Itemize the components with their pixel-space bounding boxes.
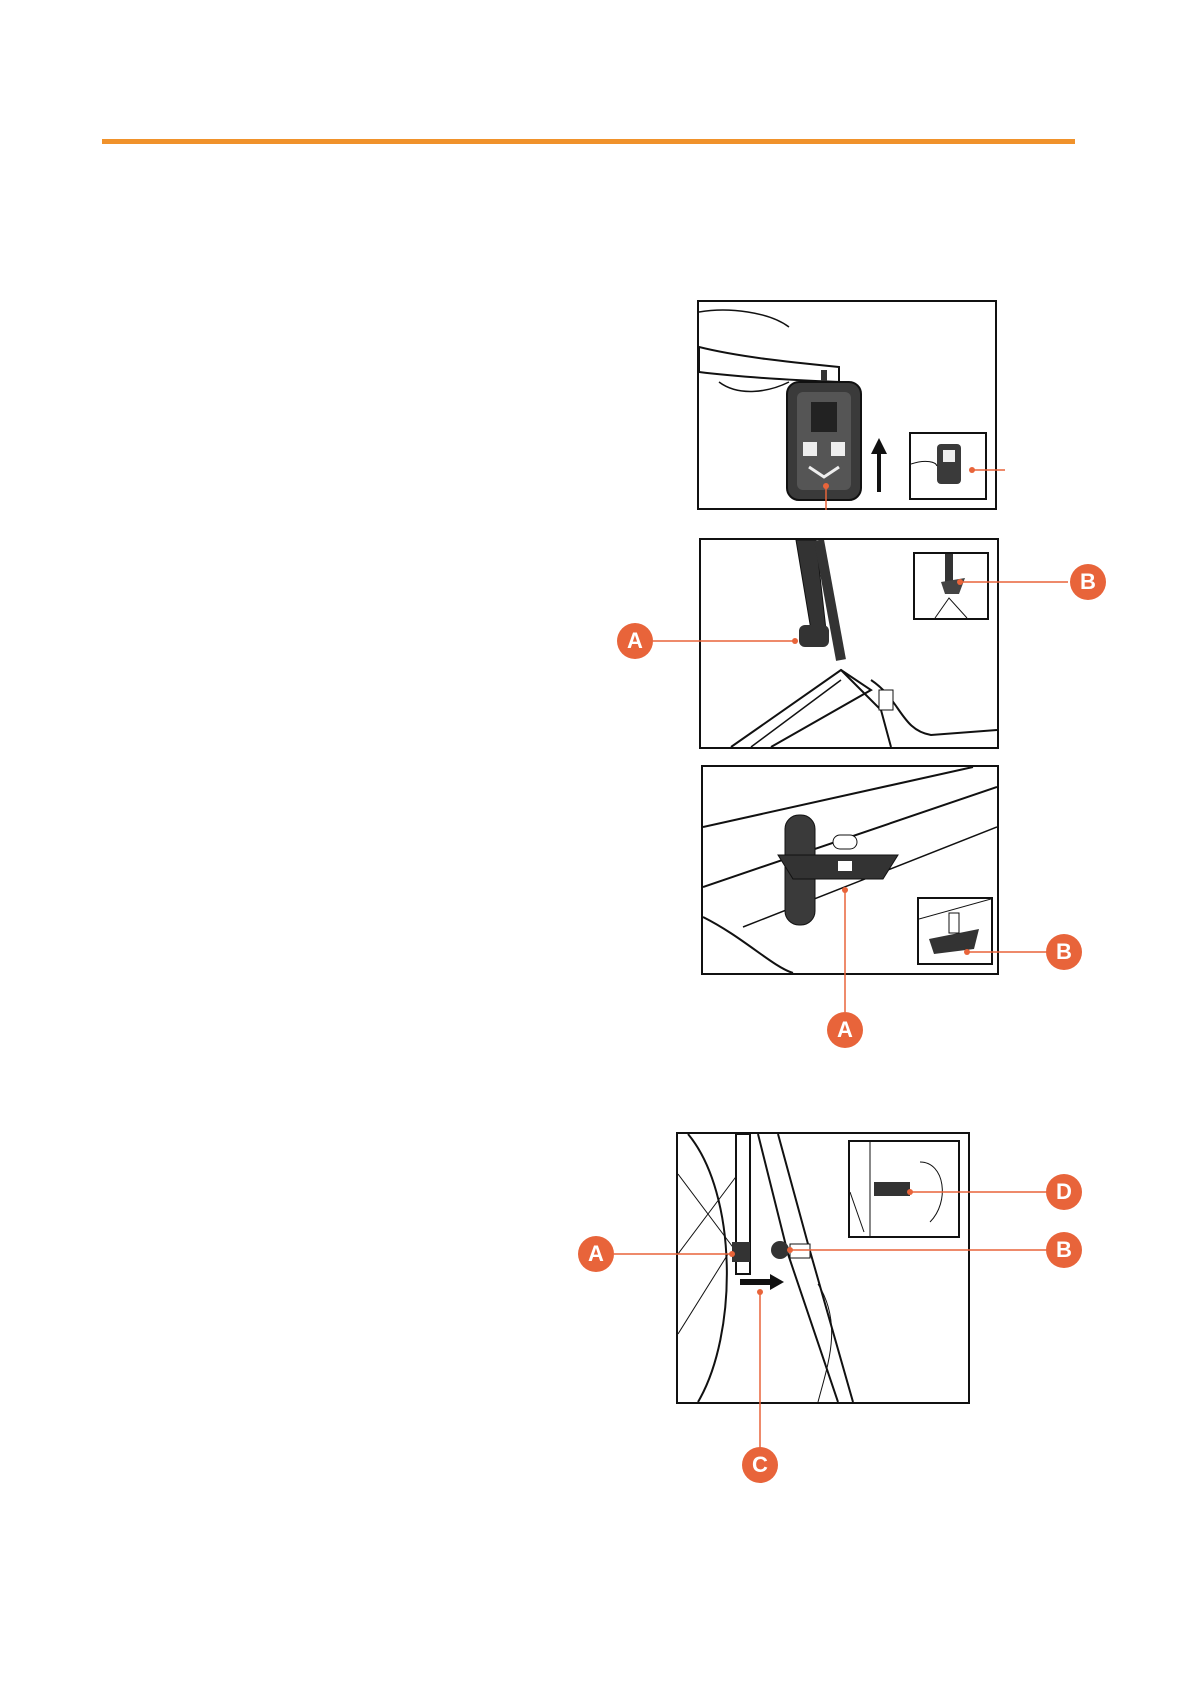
- callout-badge-a: A: [578, 1236, 614, 1272]
- magnet-inset: [848, 1140, 960, 1238]
- figure-wheel-magnet: [676, 1132, 970, 1404]
- callout-badge-a: A: [827, 1012, 863, 1048]
- callout-badge-b: B: [1046, 934, 1082, 970]
- header-rule: [102, 139, 1075, 144]
- callout-badge-a: A: [617, 623, 653, 659]
- callout-badge-c: C: [742, 1447, 778, 1483]
- figure-folding-latch: [699, 538, 999, 749]
- hinge-inset: [917, 897, 993, 965]
- callout-badge-b: B: [1070, 564, 1106, 600]
- callout-badge-d: D: [1046, 1174, 1082, 1210]
- latch-inset: [913, 552, 989, 620]
- pedal-inset: [909, 432, 987, 500]
- figure-frame-hinge: [701, 765, 999, 975]
- figure-pedal: [697, 300, 997, 510]
- callout-badge-b: B: [1046, 1232, 1082, 1268]
